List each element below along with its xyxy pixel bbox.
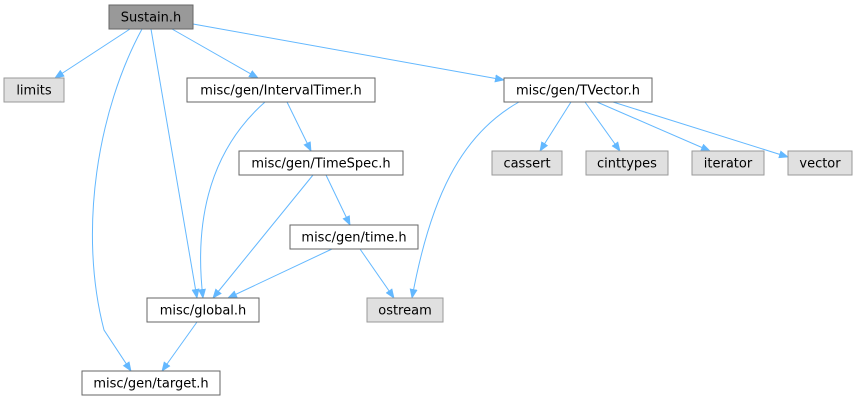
node-box-ostream <box>366 297 444 323</box>
node-box-sustain <box>108 4 194 30</box>
edge-tvector-to-iterator <box>596 101 711 152</box>
edge-time-to-global <box>227 248 333 299</box>
node-box-time <box>289 224 419 250</box>
edge-tvector-to-ostream <box>409 101 520 299</box>
edge-tvector-to-cassert <box>539 101 572 152</box>
node-sustain[interactable]: Sustain.h <box>108 4 194 30</box>
edges-layer <box>54 23 789 372</box>
edge-sustain-to-limits <box>54 28 131 79</box>
nodes-layer: Sustain.h limits misc/gen/IntervalTimer.h m… <box>3 4 853 396</box>
node-ostream: ostream <box>366 297 444 323</box>
node-vector: vector <box>787 150 853 176</box>
node-label-timespec: misc/gen/TimeSpec.h <box>251 157 390 172</box>
node-box-global <box>146 297 260 323</box>
node-tvector[interactable]: misc/gen/TVector.h <box>503 77 653 103</box>
node-label-target: misc/gen/target.h <box>93 377 208 392</box>
node-box-intervaltimer <box>186 77 376 103</box>
node-label-time: misc/gen/time.h <box>301 231 406 246</box>
edge-sustain-to-intervaltimer <box>171 28 259 79</box>
node-box-cassert <box>491 150 563 176</box>
node-cassert: cassert <box>491 150 563 176</box>
node-target[interactable]: misc/gen/target.h <box>81 370 221 396</box>
node-label-vector: vector <box>799 157 841 172</box>
node-label-intervaltimer: misc/gen/IntervalTimer.h <box>200 84 362 99</box>
node-iterator: iterator <box>691 150 765 176</box>
edge-intervaltimer-to-global <box>197 101 266 299</box>
node-label-cinttypes: cinttypes <box>597 157 657 172</box>
edge-sustain-to-target <box>92 28 143 372</box>
node-label-iterator: iterator <box>704 157 753 172</box>
node-intervaltimer[interactable]: misc/gen/IntervalTimer.h <box>186 77 376 103</box>
node-global[interactable]: misc/global.h <box>146 297 260 323</box>
node-label-cassert: cassert <box>503 157 550 172</box>
node-box-iterator <box>691 150 765 176</box>
node-label-tvector: misc/gen/TVector.h <box>516 84 640 99</box>
edge-intervaltimer-to-timespec <box>286 101 312 152</box>
node-box-cinttypes <box>585 150 669 176</box>
node-box-tvector <box>503 77 653 103</box>
node-time[interactable]: misc/gen/time.h <box>289 224 419 250</box>
node-limits: limits <box>3 77 65 103</box>
node-label-sustain: Sustain.h <box>121 11 182 26</box>
node-label-ostream: ostream <box>378 304 432 319</box>
edge-timespec-to-time <box>325 174 351 226</box>
node-box-vector <box>787 150 853 176</box>
edge-sustain-to-tvector <box>192 23 505 83</box>
edge-sustain-to-global <box>150 28 200 299</box>
node-box-timespec <box>238 150 404 176</box>
edge-timespec-to-global <box>212 174 314 299</box>
edge-tvector-to-cinttypes <box>584 101 621 152</box>
node-cinttypes: cinttypes <box>585 150 669 176</box>
node-label-limits: limits <box>16 84 52 99</box>
node-box-limits <box>3 77 65 103</box>
edge-time-to-ostream <box>359 248 395 299</box>
node-label-global: misc/global.h <box>160 304 247 319</box>
edge-global-to-target <box>161 321 198 372</box>
node-timespec[interactable]: misc/gen/TimeSpec.h <box>238 150 404 176</box>
node-box-target <box>81 370 221 396</box>
edge-tvector-to-vector <box>612 101 789 159</box>
